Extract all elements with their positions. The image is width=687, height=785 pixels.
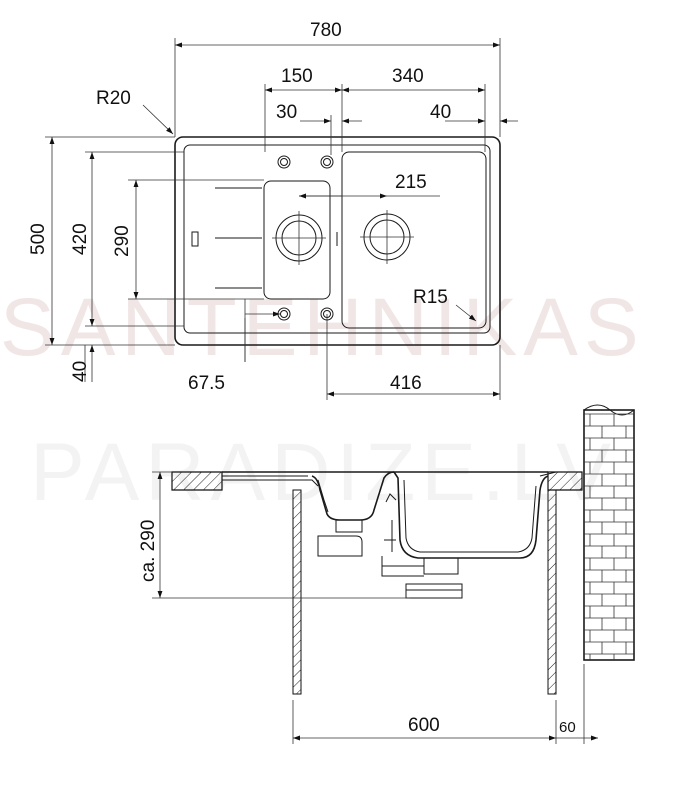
- countertop-left: [171, 471, 223, 491]
- dim-wall-gap: 60: [559, 719, 576, 736]
- dim-bowl-width: 215: [395, 172, 427, 193]
- dim-right-block: 340: [392, 66, 424, 87]
- dim-total-depth: 500: [28, 223, 49, 255]
- dim-section-depth: ca. 290: [138, 520, 159, 582]
- dim-corner-radius: R20: [96, 88, 131, 109]
- dim-drain-offset: 67.5: [188, 373, 225, 394]
- large-waste: [423, 557, 459, 575]
- dim-bowl-depth: 290: [112, 225, 133, 257]
- plan-view: 780 150 340 30 40 R20 215 R15 67.5 416 5…: [28, 20, 518, 400]
- small-waste: [335, 519, 363, 533]
- brick-courses: [584, 413, 634, 660]
- large-trap: [405, 583, 463, 599]
- dim-bowl-block: 150: [281, 66, 313, 87]
- dim-cabinet-width: 600: [408, 715, 440, 736]
- dim-offset-30: 30: [276, 102, 297, 123]
- dim-offset-40: 40: [430, 102, 451, 123]
- sink-rim: [183, 144, 491, 334]
- large-bowl-profile: [393, 471, 549, 559]
- large-bowl: [341, 151, 487, 329]
- watermark-line1: SANTEHNIKAS: [0, 282, 645, 373]
- sink-outline: [174, 136, 501, 346]
- small-trap: [317, 535, 363, 557]
- dim-bowl-radius: R15: [413, 287, 448, 308]
- dim-front-margin: 40: [70, 361, 91, 382]
- waste-connector: [381, 556, 424, 577]
- section-view: ca. 290 600 60: [138, 404, 635, 744]
- dim-bowl-span: 416: [390, 373, 422, 394]
- dimension-lines: [49, 42, 518, 397]
- dim-overall-width: 780: [310, 20, 342, 41]
- countertop-right: [547, 471, 583, 491]
- dim-inner-depth: 420: [70, 223, 91, 255]
- overflow-slot: [191, 231, 199, 247]
- section-dimension-lines: [152, 471, 598, 744]
- cabinet-wall-right: [547, 489, 557, 695]
- small-bowl: [263, 180, 331, 300]
- cabinet-wall-left: [292, 489, 302, 695]
